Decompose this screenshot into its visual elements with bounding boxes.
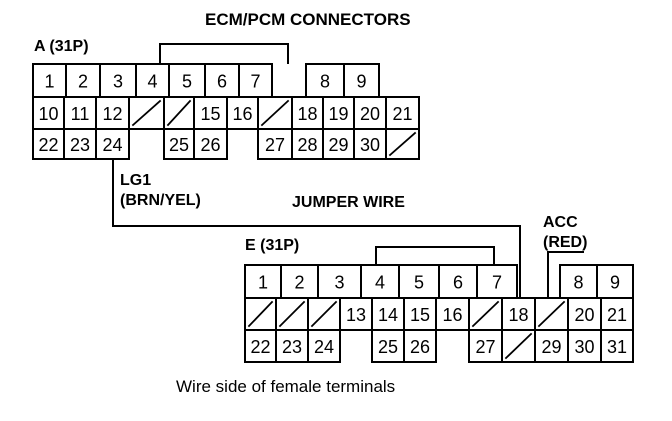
connector-a-label: A (31P) bbox=[34, 38, 89, 55]
jumper-wire-label: JUMPER WIRE bbox=[292, 194, 405, 211]
diagram-title: ECM/PCM CONNECTORS bbox=[205, 10, 411, 29]
connector_e-cell bbox=[403, 329, 437, 363]
connector_a-blank-slash bbox=[131, 99, 162, 127]
wire-acc-name: ACC bbox=[543, 214, 578, 231]
connector_a-terminal-number: 29 bbox=[328, 135, 348, 155]
connector_a-terminal-number: 30 bbox=[360, 135, 380, 155]
wire-lg1 bbox=[112, 159, 521, 298]
connector_e-terminal-number: 5 bbox=[414, 273, 424, 293]
connector_e-terminal-number: 4 bbox=[375, 273, 385, 293]
connector_e-terminal-number: 18 bbox=[508, 305, 528, 325]
connector_a-terminal-number: 1 bbox=[44, 72, 54, 92]
connector_a-cell bbox=[385, 128, 420, 160]
connector-e-label: E (31P) bbox=[245, 237, 300, 254]
connector_a-blank-slash bbox=[166, 99, 192, 127]
connector_a-terminal-number: 15 bbox=[200, 104, 220, 124]
connector_e-terminal-number: 1 bbox=[258, 273, 268, 293]
connector_a-terminal-number: 9 bbox=[356, 72, 366, 92]
connector_e-terminal-number: 30 bbox=[574, 337, 594, 357]
connector_e-cell bbox=[307, 329, 341, 363]
connector_e-blank-slash bbox=[278, 300, 306, 328]
connector_e-terminal-number: 22 bbox=[250, 337, 270, 357]
connector_a-terminal-number: 24 bbox=[102, 135, 122, 155]
connector_a-terminal-number: 7 bbox=[250, 72, 260, 92]
diagram-caption: Wire side of female terminals bbox=[176, 377, 396, 396]
connector_e-terminal-number: 16 bbox=[442, 305, 462, 325]
connector_a-terminal-number: 28 bbox=[297, 135, 317, 155]
wire-lg1-name: LG1 bbox=[120, 172, 152, 189]
connector_a-terminal-number: 26 bbox=[200, 135, 220, 155]
wire-acc-color: (RED) bbox=[543, 234, 588, 251]
connector_e-terminal-number: 25 bbox=[378, 337, 398, 357]
connector_e-terminal-number: 13 bbox=[346, 305, 366, 325]
connector_a-terminal-number: 5 bbox=[182, 72, 192, 92]
connector_a-terminal-number: 6 bbox=[217, 72, 227, 92]
connector_a-terminal-number: 12 bbox=[102, 104, 122, 124]
wire-acc-leader bbox=[547, 251, 584, 298]
connector_a-lug bbox=[159, 43, 289, 64]
connector_a-blank-slash bbox=[388, 131, 417, 157]
connector_a-blank-slash bbox=[260, 99, 290, 127]
connector_e-terminal-number: 9 bbox=[610, 273, 620, 293]
connector_a-cell bbox=[193, 128, 228, 160]
connector_a-terminal-number: 10 bbox=[38, 104, 58, 124]
connector_e-blank-slash bbox=[247, 300, 274, 328]
connector_a-terminal-number: 21 bbox=[392, 104, 412, 124]
connector_e-terminal-number: 14 bbox=[378, 305, 398, 325]
connector_e-blank-slash bbox=[471, 300, 500, 328]
connector_e-terminal-number: 3 bbox=[334, 273, 344, 293]
connector_e-terminal-number: 24 bbox=[314, 337, 334, 357]
connector_e-terminal-number: 15 bbox=[410, 305, 430, 325]
connector_a-terminal-number: 25 bbox=[169, 135, 189, 155]
wire-lg1-color: (BRN/YEL) bbox=[120, 192, 201, 209]
connector_e-terminal-number: 29 bbox=[541, 337, 561, 357]
connector_a-terminal-number: 27 bbox=[265, 135, 285, 155]
connector_e-terminal-number: 2 bbox=[294, 273, 304, 293]
connector_a-terminal-number: 23 bbox=[70, 135, 90, 155]
connector_e-terminal-number: 23 bbox=[282, 337, 302, 357]
connector_e-terminal-number: 26 bbox=[410, 337, 430, 357]
connector_e-blank-slash bbox=[504, 332, 533, 360]
wires bbox=[112, 159, 584, 298]
connector_a-terminal-number: 3 bbox=[113, 72, 123, 92]
connector_a-terminal-number: 2 bbox=[78, 72, 88, 92]
connector_e-terminal-number: 6 bbox=[453, 273, 463, 293]
connector_a-terminal-number: 4 bbox=[147, 72, 157, 92]
connector_e-blank-slash bbox=[310, 300, 338, 328]
connector_a-terminal-number: 11 bbox=[71, 104, 90, 124]
connector_a-terminal-number: 22 bbox=[38, 135, 58, 155]
connector_e-terminal-number: 21 bbox=[607, 305, 627, 325]
connector_e-terminal-number: 27 bbox=[475, 337, 495, 357]
connector_e-terminal-number: 31 bbox=[607, 337, 627, 357]
connector_e-terminal-number: 7 bbox=[492, 273, 502, 293]
connector_a-terminal-number: 20 bbox=[360, 104, 380, 124]
connector_e-lug bbox=[375, 246, 495, 265]
connector_a-terminal-number: 18 bbox=[297, 104, 317, 124]
connector_e-blank-slash bbox=[537, 300, 566, 328]
connector_a-terminal-number: 8 bbox=[320, 72, 330, 92]
connector_a-terminal-number: 19 bbox=[328, 104, 348, 124]
connector_a-cell bbox=[95, 128, 130, 160]
connector_e-terminal-number: 8 bbox=[573, 273, 583, 293]
connector_a-terminal-number: 16 bbox=[232, 104, 252, 124]
connector_e-terminal-number: 20 bbox=[574, 305, 594, 325]
connector_e-cell bbox=[600, 329, 634, 363]
